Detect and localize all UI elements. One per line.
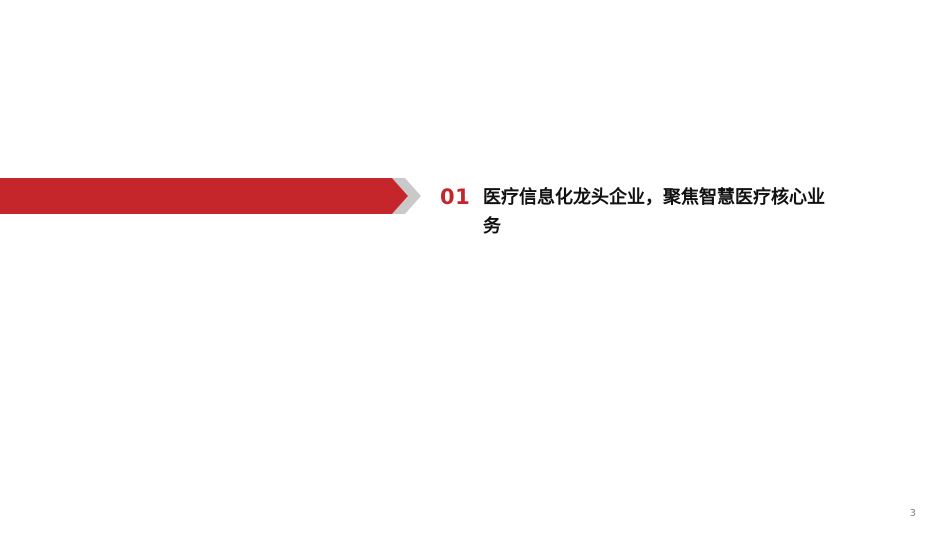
section-banner xyxy=(0,178,421,214)
section-title: 医疗信息化龙头企业，聚焦智慧医疗核心业务 xyxy=(483,187,825,237)
banner-arrow-shadow xyxy=(392,178,421,214)
section-number: 01 xyxy=(440,185,471,209)
page-number: 3 xyxy=(909,508,916,519)
banner-red-band xyxy=(0,178,408,214)
